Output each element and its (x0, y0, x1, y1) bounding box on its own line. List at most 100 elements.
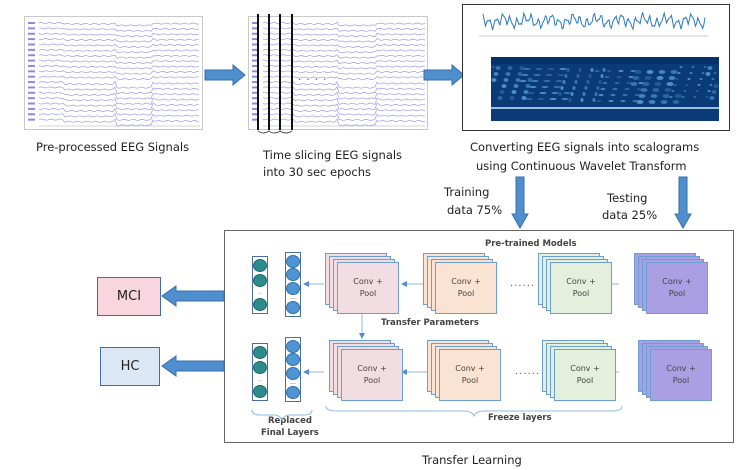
conv-label: Conv + (570, 364, 600, 373)
scalogram-blob (693, 96, 697, 98)
scalogram-blob (521, 96, 527, 100)
fc-node (253, 361, 267, 375)
scalogram-blob (596, 100, 602, 102)
scalogram-blob (642, 82, 650, 86)
testing-label-line2: data 25% (602, 208, 658, 222)
scalogram-blob (606, 70, 612, 72)
scalogram-blob (685, 84, 689, 86)
cwt-caption-line1: Converting EEG signals into scalograms (470, 140, 700, 154)
conv-pool-block-frozen-2: Conv + Pool (427, 340, 505, 404)
fc-ellipsis: ... (290, 378, 296, 386)
transfer-parameters-label: Transfer Parameters (381, 318, 479, 328)
scalogram-blob (638, 82, 644, 84)
scalogram-blob (501, 84, 507, 88)
scalogram-blob (612, 88, 618, 90)
scalogram-blob (673, 84, 677, 86)
pool-label: Pool (359, 289, 377, 298)
eeg-trace (262, 27, 426, 32)
channel-label (28, 32, 35, 35)
fc-layer-hidden-bottom: ... (285, 337, 301, 402)
scalogram-blob (517, 72, 523, 76)
eeg-trace (38, 22, 200, 27)
channel-label (28, 113, 35, 116)
scalogram-blob (511, 90, 517, 94)
scalogram-blob (648, 100, 656, 104)
channel-label (252, 75, 259, 78)
eeg-trace (38, 80, 200, 89)
scalogram-blob (664, 88, 672, 92)
scalogram-blob (689, 72, 693, 74)
pool-label: Pool (576, 376, 594, 385)
scalogram-blob (566, 68, 570, 72)
fc-node (286, 301, 300, 314)
scalogram-blob (602, 68, 606, 72)
scalogram-blob (662, 94, 670, 98)
scalogram-blob (499, 90, 505, 94)
scalogram-blob (695, 90, 699, 92)
scalogram-blob (557, 74, 565, 76)
scalogram-blob (560, 86, 564, 90)
scalogram-blob (497, 96, 503, 100)
fc-node (286, 353, 300, 367)
conv-label: Conv + (666, 364, 696, 373)
fc-ellipsis-dot: . (259, 375, 261, 383)
scalogram-blob (505, 72, 511, 76)
channel-label (252, 54, 259, 57)
channel-label (252, 102, 259, 105)
pool-label: Pool (572, 289, 590, 298)
fc-node (286, 281, 300, 295)
channel-label (252, 32, 259, 35)
scalogram-blob (491, 66, 495, 68)
conv-pool-block-pretrained-1: Conv + Pool (325, 253, 403, 317)
conv-pool-block-pretrained-3: Conv + Pool (538, 253, 616, 317)
channel-label (28, 38, 35, 41)
eeg-trace (38, 27, 200, 32)
scalogram-blob (701, 72, 705, 74)
channel-label (28, 22, 35, 24)
scalogram-blob (675, 78, 679, 80)
mci-output-arrow (161, 285, 225, 307)
eeg-trace (38, 118, 200, 127)
scalogram-blob (586, 80, 590, 84)
scalogram-blob (523, 68, 531, 70)
conv-label: Conv + (662, 277, 692, 286)
channel-label (28, 48, 35, 51)
scalogram-blob (561, 98, 569, 100)
eeg-trace (262, 21, 426, 27)
eeg-signals-panel (24, 16, 203, 130)
scalogram-blob (543, 80, 551, 82)
channel-label (28, 81, 35, 84)
fc-node (286, 386, 300, 399)
eeg-trace (262, 59, 426, 64)
scalogram-blob (709, 84, 713, 86)
scalogram-blob (541, 86, 549, 88)
channel-label (252, 70, 259, 73)
scalogram-blob (537, 98, 545, 100)
scalogram-blob (654, 82, 662, 86)
eeg-trace (262, 48, 426, 54)
scalogram-blob (644, 76, 652, 80)
scalogram-blob (652, 88, 660, 92)
conv-label: Conv + (451, 277, 481, 286)
eeg-trace (38, 102, 200, 111)
eeg-trace (38, 43, 200, 48)
conv-label: Conv + (566, 277, 596, 286)
eeg-trace (262, 113, 426, 121)
eeg-trace (262, 118, 426, 127)
scalogram-blob (614, 82, 620, 84)
scalogram-blob (594, 92, 598, 96)
channel-label (252, 81, 259, 84)
scalogram-blob (527, 78, 533, 82)
scalogram-blob (669, 96, 673, 98)
eeg-trace (262, 86, 426, 94)
scalogram-blob (640, 88, 648, 92)
scalogram-blob (622, 94, 628, 96)
scalogram-blob (707, 66, 713, 70)
channel-label (28, 107, 35, 110)
pretrained-models-label: Pre-trained Models (485, 239, 577, 249)
scalogram-blob (699, 78, 703, 80)
scalogram-blob (711, 78, 715, 80)
eeg-trace (38, 112, 200, 121)
eeg-signals-plot (28, 22, 200, 127)
scalogram-blob (493, 72, 499, 76)
